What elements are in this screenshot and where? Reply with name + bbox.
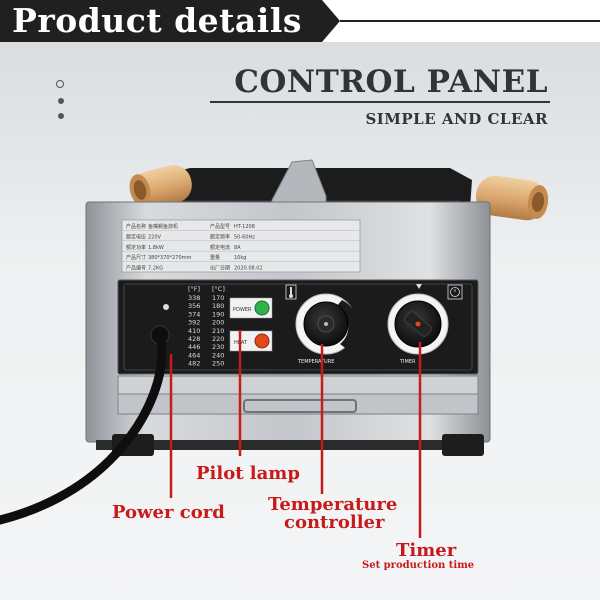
spec-plate-cell: 7.2KG: [148, 266, 163, 272]
spec-plate-cell: 出厂日期: [210, 265, 230, 272]
banner-title: Product details: [12, 1, 302, 40]
temp-table-header: [°F]: [188, 285, 200, 293]
spec-plate-cell: 额定频率: [210, 233, 230, 240]
timer-dial-label: TIMER: [399, 359, 416, 365]
spec-plate-cell: 10kg: [234, 255, 246, 261]
spec-plate-cell: 额定电流: [210, 244, 230, 251]
power-cord: [0, 325, 170, 525]
spec-plate-cell: 2020.08.02: [234, 266, 263, 272]
temp-table-cell: 410: [188, 327, 200, 335]
spec-plate-cell: 380*370*270mm: [148, 255, 192, 261]
temp-table-cell: 180: [212, 302, 224, 310]
temp-table-cell: 210: [212, 327, 224, 335]
section-title: CONTROL PANEL: [234, 64, 548, 100]
left-wooden-handle: [129, 165, 192, 209]
spec-plate-cell: 额定功率: [126, 244, 146, 251]
banner-rule: [340, 20, 600, 22]
temp-table-cell: 428: [188, 335, 200, 343]
temperature-conversion-table: [°F] [°C] 338 170 356 180 374 190 392 200 410 210 42…: [188, 285, 225, 368]
temp-table-cell: 220: [212, 335, 224, 343]
temp-table-cell: 240: [212, 351, 224, 359]
spec-plate-cell: 220V: [148, 234, 162, 240]
temp-table-cell: 392: [188, 319, 200, 327]
timer-pointer-icon: [416, 284, 422, 289]
temp-table-cell: 482: [188, 360, 200, 368]
spec-plate-cell: HT-1208: [234, 224, 255, 230]
spec-plate-cell: 产品尺寸: [126, 254, 146, 261]
spec-plate-cell: 产品编号: [126, 265, 146, 272]
timer-icon: [447, 284, 463, 300]
spec-plate-cell: 鱼嘴鲷鱼烧机: [148, 223, 178, 230]
crumb-drawer: [117, 375, 479, 415]
timer-callout: Timer: [396, 540, 457, 561]
temp-table-cell: 250: [212, 360, 224, 368]
section-subtitle: SIMPLE AND CLEAR: [365, 110, 548, 128]
power-lamp-label: POWER: [233, 307, 252, 313]
pilot-lamp-group: POWER HEAT: [229, 297, 273, 352]
temperature-knob[interactable]: [295, 293, 359, 355]
timer-callout-subtitle: Set production time: [362, 560, 475, 571]
temperature-controller-callout-line2: controller: [284, 512, 385, 533]
bullet-filled-icon: [58, 98, 64, 104]
spec-plate-cell: 8A: [234, 245, 241, 251]
spec-plate-cell: 1.8kW: [148, 245, 164, 251]
right-wooden-handle: [476, 175, 549, 221]
power-cord-callout: Power cord: [112, 502, 225, 523]
pilot-lamp-callout: Pilot lamp: [196, 463, 300, 484]
temp-table-cell: 374: [188, 310, 200, 318]
temp-table-cell: 464: [188, 351, 200, 359]
spec-plate-cell: 产品型号: [210, 223, 230, 230]
temp-table-cell: 356: [188, 302, 200, 310]
banner-band: [0, 0, 340, 42]
machine-base: [96, 440, 480, 450]
title-divider: [210, 101, 550, 103]
spec-plate-cell: 重量: [210, 254, 220, 261]
temp-table-cell: 190: [212, 310, 224, 318]
temp-table-cell: 230: [212, 343, 224, 351]
temp-table-cell: 200: [212, 319, 224, 327]
temperature-dial-label: TEMPERATURE: [297, 359, 334, 365]
temp-table-cell: 338: [188, 294, 200, 302]
banner: Product details: [0, 0, 600, 42]
spec-plate-cell: 额定电压: [126, 233, 146, 240]
temp-table-header: [°C]: [212, 285, 225, 293]
temp-table-cell: 446: [188, 343, 200, 351]
temperature-controller-callout-line1: Temperature: [268, 494, 398, 515]
thermometer-icon: [285, 284, 297, 300]
panel-screw: [163, 304, 169, 310]
heat-indicator-lamp: [254, 333, 270, 349]
bullet-open-icon: [56, 80, 64, 88]
right-foot: [442, 434, 484, 456]
spec-plate-cell: 产品名称: [126, 223, 146, 230]
spec-plate-cell: 50-60Hz: [234, 234, 255, 240]
power-indicator-lamp: [254, 300, 270, 316]
timer-knob[interactable]: [387, 293, 449, 355]
temp-table-cell: 170: [212, 294, 224, 302]
bullet-filled-icon: [58, 113, 64, 119]
